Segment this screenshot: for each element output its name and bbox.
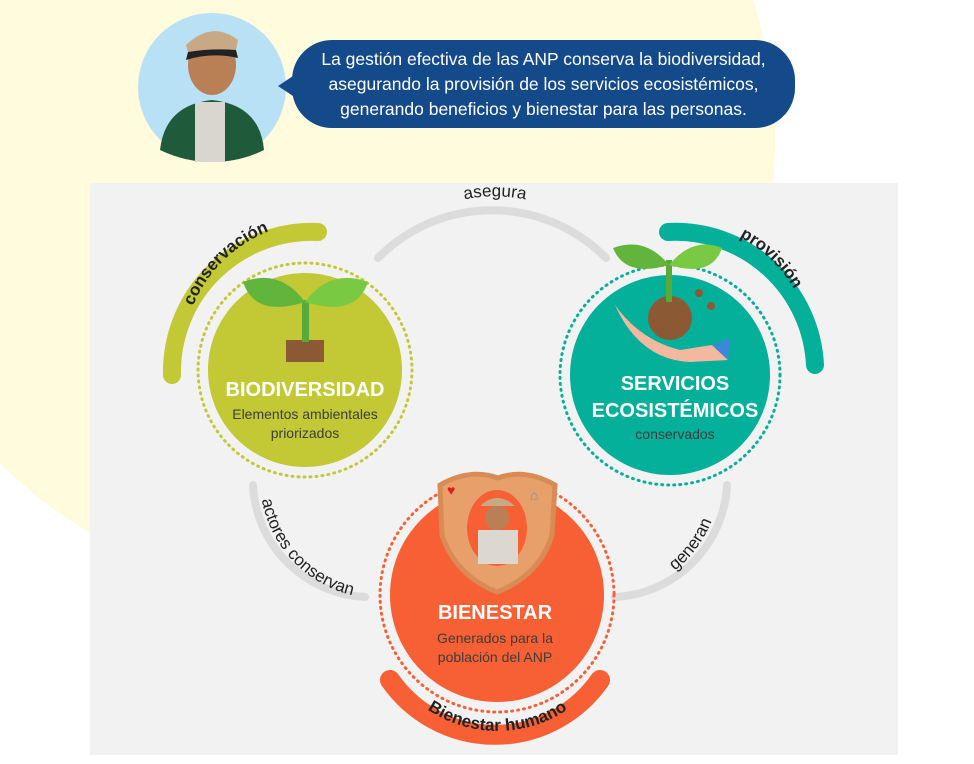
bienestar-sub2: población del ANP <box>438 649 552 665</box>
speech-line-3: generando beneficios y bienestar para la… <box>340 98 747 119</box>
speech-line-2: asegurando la provisión de los servicios… <box>328 73 759 94</box>
bienestar-sub1: Generados para la <box>437 630 553 646</box>
connector-generan-arc <box>611 481 731 601</box>
node-servicios-ecosistemicos: SERVICIOS ECOSISTÉMICOS conservados <box>558 244 782 487</box>
biodiversidad-sub1: Elementos ambientales <box>232 406 378 422</box>
bienestar-humano-arc <box>380 670 610 745</box>
sprout-icon <box>243 277 368 362</box>
svg-text:⌂: ⌂ <box>530 487 538 503</box>
biodiversidad-sub2: priorizados <box>271 425 339 441</box>
servicios-sub: conservados <box>635 426 714 442</box>
conservacion-arc <box>162 222 327 384</box>
ranger-avatar <box>138 13 286 162</box>
connector-actores-arc <box>249 481 369 601</box>
connector-asegura-arc <box>374 206 610 262</box>
bienestar-title: BIENESTAR <box>438 602 553 624</box>
servicios-title-2: ECOSISTÉMICOS <box>592 399 759 422</box>
speech-bubble: La gestión efectiva de las ANP conserva … <box>278 40 795 128</box>
hand-with-sprout-icon <box>613 244 730 362</box>
speech-line-1: La gestión efectiva de las ANP conserva … <box>321 48 766 69</box>
node-biodiversidad: BIODIVERSIDAD Elementos ambientales prio… <box>196 261 414 479</box>
node-bienestar: ♥ ⌂ BIENESTAR Generados para la població… <box>378 471 616 714</box>
svg-text:♥: ♥ <box>447 482 455 498</box>
servicios-title-1: SERVICIOS <box>621 373 730 395</box>
shield-ranger-icon: ♥ ⌂ <box>437 471 558 595</box>
asegura-label: asegura <box>462 181 529 203</box>
biodiversidad-title: BIODIVERSIDAD <box>226 379 385 401</box>
provision-arc <box>659 222 824 374</box>
